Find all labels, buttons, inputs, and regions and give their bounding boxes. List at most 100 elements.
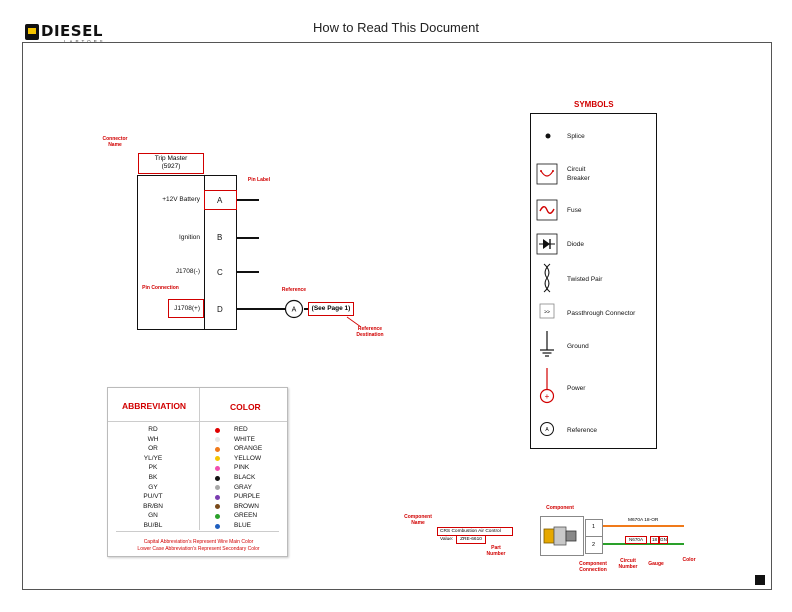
abbr-cell: BR/BN xyxy=(143,502,163,510)
wire-pin-d xyxy=(237,308,285,310)
connector-name: Trip Master (5927) xyxy=(154,155,188,170)
logo-text: DIESEL xyxy=(41,22,103,40)
color-cell: PINK xyxy=(234,464,250,472)
svg-text:>>: >> xyxy=(544,310,550,316)
abbr-cell: WH xyxy=(147,435,159,443)
abbr-cell: GY xyxy=(148,483,158,491)
pin-label-label: Pin Label xyxy=(247,177,271,183)
color-swatch xyxy=(215,465,220,471)
color-cell: BLUE xyxy=(234,522,251,529)
part-number-label: Part Number xyxy=(486,545,506,557)
pin-connection-label: Pin Connection xyxy=(142,285,179,291)
passthrough-connector-icon: >> xyxy=(539,303,555,319)
document-frame xyxy=(22,42,772,590)
gauge-label: Gauge xyxy=(648,561,664,567)
logo: DIESEL LAPTOPS xyxy=(24,22,104,46)
wire-pin-a xyxy=(237,199,259,201)
reference-target-box: (See Page 1) xyxy=(308,302,354,316)
color-header: COLOR xyxy=(230,402,261,412)
abbr-cell: OR xyxy=(148,445,158,453)
diode-icon xyxy=(536,233,558,255)
pin-2: 2 xyxy=(592,542,596,548)
logo-mark-icon xyxy=(25,24,39,40)
circuit-breaker-icon xyxy=(536,163,558,185)
table-note-2: Lower Case Abbreviation's Represent Seco… xyxy=(137,546,260,552)
part-number: ZRE-6610 xyxy=(460,537,482,542)
wire-2 xyxy=(603,543,684,545)
component-connection-label: Component Connection xyxy=(579,561,607,573)
gauge-box: 18 xyxy=(650,536,659,544)
color-box: GN xyxy=(659,536,668,544)
symbol-label-fuse: Fuse xyxy=(567,207,582,214)
gauge: 18 xyxy=(651,537,658,542)
symbol-label-diode: Diode xyxy=(567,241,584,248)
wire-1-label: M670A 18-OR xyxy=(628,518,659,523)
sensor-component-icon xyxy=(543,526,577,546)
svg-text:A: A xyxy=(545,427,549,433)
abbr-cell: YL/YE xyxy=(143,454,163,462)
reference-destination-label: Reference Destination xyxy=(356,326,384,338)
wire-pin-c xyxy=(237,271,259,273)
abbr-header: ABBREVIATION xyxy=(122,401,187,411)
abbr-cell: PK xyxy=(148,464,158,472)
connector-name-label: Connector Name xyxy=(102,136,128,148)
twisted-pair-icon xyxy=(543,263,551,293)
splice-icon xyxy=(545,133,551,139)
symbol-label-power: Power xyxy=(567,385,586,392)
component-label: Component xyxy=(546,505,574,511)
color-swatch xyxy=(215,504,220,510)
color-swatch xyxy=(215,485,220,491)
pin-name-b: Ignition xyxy=(179,234,200,241)
symbol-label-splice: Splice xyxy=(567,133,585,140)
pin-letter-b: B xyxy=(217,233,223,242)
pin-name-c: J1708(-) xyxy=(175,268,200,275)
circuit-number-box: N670A xyxy=(625,536,647,544)
pin-letter-c: C xyxy=(217,268,223,277)
table-divider xyxy=(199,388,200,530)
svg-text:+: + xyxy=(545,392,550,401)
color-swatch xyxy=(215,513,220,519)
pin-1: 1 xyxy=(592,524,596,530)
value-label: Value: xyxy=(440,537,454,542)
svg-text:A: A xyxy=(292,307,297,314)
pin-label-highlight xyxy=(204,190,237,210)
power-icon: + xyxy=(539,368,555,404)
color-cell: WHITE xyxy=(234,435,255,443)
color-swatch xyxy=(215,523,220,529)
color-swatch xyxy=(215,494,220,500)
pin-letter-a: A xyxy=(217,196,223,205)
symbol-label-circuit-breaker: Circuit Breaker xyxy=(567,166,590,182)
pin-name-a: +12V Battery xyxy=(162,196,200,203)
color-swatch xyxy=(215,446,220,452)
pin-name-d: J1708(+) xyxy=(174,305,200,312)
color-swatch xyxy=(215,427,220,433)
color-cell: BROWN xyxy=(234,502,259,510)
connector-name-box: Trip Master (5927) xyxy=(138,153,204,174)
reference-destination-pointer xyxy=(346,316,362,328)
reference-label: Reference xyxy=(281,287,307,293)
connector-pin-column xyxy=(204,175,237,330)
abbr-cell: RD xyxy=(148,426,158,433)
table-header-line xyxy=(108,421,287,422)
circuit-number-label: Circuit Number xyxy=(618,558,638,570)
color-swatch xyxy=(215,456,220,462)
fuse-icon xyxy=(536,199,558,221)
abbr-cell: BU/BL xyxy=(143,522,163,529)
part-number-box: ZRE-6610 xyxy=(456,535,486,544)
symbol-label-ground: Ground xyxy=(567,343,589,350)
component-name-label: Component Name xyxy=(404,514,432,526)
symbol-label-twisted-pair: Twisted Pair xyxy=(567,276,603,283)
abbr-cell: BK xyxy=(148,474,158,481)
color-swatch xyxy=(215,437,220,443)
symbol-label-passthrough: Passthrough Connector xyxy=(567,310,636,317)
wire-color: GN xyxy=(660,537,667,542)
symbols-title: SYMBOLS xyxy=(574,100,614,109)
circuit-number: N670A xyxy=(628,537,644,542)
component-name: CRS Combustion Air Control xyxy=(440,529,501,534)
color-cell: YELLOW xyxy=(234,454,262,462)
page-title: How to Read This Document xyxy=(313,20,479,35)
ground-icon xyxy=(540,331,554,357)
wire-pin-b xyxy=(237,237,259,239)
reference-symbol-icon: A xyxy=(540,422,554,436)
